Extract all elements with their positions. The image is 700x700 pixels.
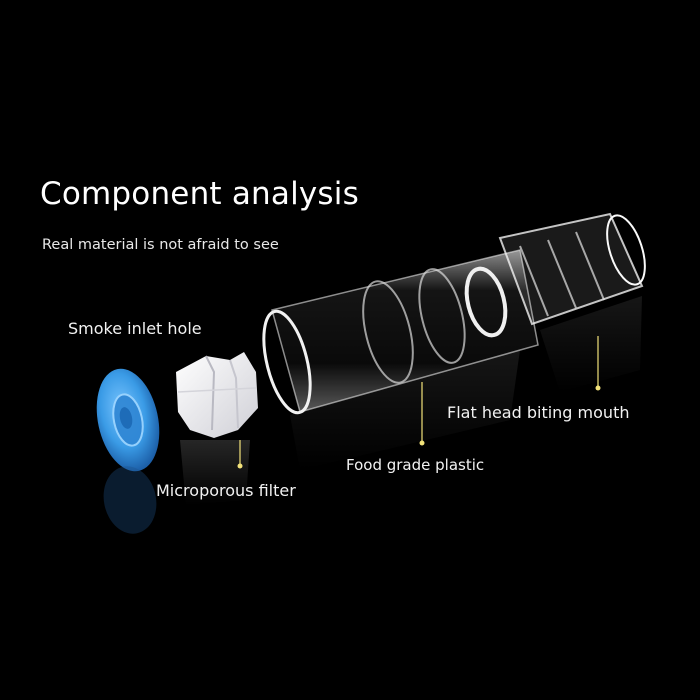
page-subtitle: Real material is not afraid to see [42, 237, 279, 253]
flat-mouthpiece [498, 212, 646, 392]
label-flat-head-mouth: Flat head biting mouth [447, 403, 630, 422]
smoke-inlet-disc [96, 368, 160, 534]
clear-tube-holder [262, 249, 539, 470]
page-title: Component analysis [40, 176, 359, 212]
leader-lines [237, 336, 601, 469]
label-smoke-inlet: Smoke inlet hole [68, 319, 202, 338]
label-food-grade-plastic: Food grade plastic [346, 456, 485, 474]
label-microporous-filter: Microporous filter [156, 481, 296, 500]
microporous-filter-block [176, 352, 258, 505]
